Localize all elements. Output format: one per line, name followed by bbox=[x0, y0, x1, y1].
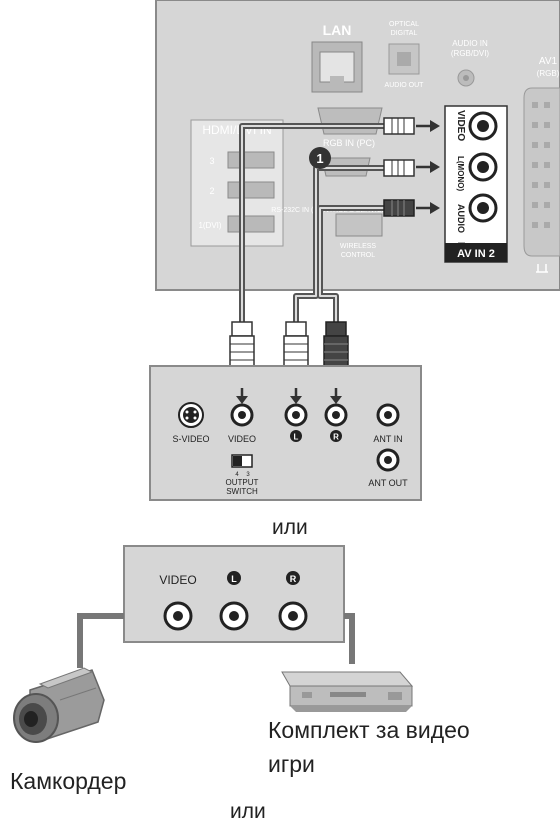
vcr-video-jack bbox=[230, 403, 254, 427]
control-label: CONTROL bbox=[341, 252, 375, 259]
vcr-right-badge bbox=[330, 430, 342, 442]
tv-left-plug bbox=[383, 159, 440, 177]
audio-in-sub-label: (RGB/DVI) bbox=[451, 49, 490, 58]
s-video-label: S-VIDEO bbox=[172, 434, 209, 444]
vcr-right-jack bbox=[324, 403, 348, 427]
av1-label: AV1 bbox=[539, 56, 558, 67]
av-in-video-jack bbox=[468, 111, 498, 141]
source-right-badge bbox=[286, 571, 300, 585]
av-in-video-label: VIDEO bbox=[455, 110, 466, 141]
av1-sub-label: (RGB) bbox=[537, 69, 560, 78]
ant-out-label: ANT OUT bbox=[368, 478, 408, 488]
output-switch bbox=[231, 454, 253, 468]
wireless-label: WIRELESS bbox=[340, 243, 377, 250]
scart-port bbox=[523, 87, 560, 257]
source-left-jack bbox=[219, 601, 249, 631]
tv-video-plug bbox=[383, 117, 440, 135]
ant-out-jack bbox=[376, 448, 400, 472]
switch-num-4: 4 bbox=[235, 472, 239, 478]
lan-label: LAN bbox=[323, 22, 352, 38]
rgb-pc-port bbox=[317, 107, 383, 135]
game-device-label-line1: Комплект за видео bbox=[268, 717, 470, 743]
game-cable bbox=[344, 613, 355, 664]
lan-port bbox=[311, 41, 363, 93]
or-label-1: или bbox=[272, 516, 308, 539]
audio-out-label: AUDIO OUT bbox=[385, 82, 425, 89]
scart-pins bbox=[532, 102, 550, 228]
camcorder-cable bbox=[77, 613, 124, 668]
av-in-left-jack bbox=[468, 152, 498, 182]
hdmi-port-3-label: 3 bbox=[209, 156, 214, 166]
or-label-2: или bbox=[230, 800, 266, 823]
ant-in-jack bbox=[376, 403, 400, 427]
s-video-jack bbox=[178, 402, 204, 428]
av-in-left-label: L(MONO) bbox=[456, 156, 465, 191]
hdmi-port-2-label: 2 bbox=[209, 186, 214, 196]
vcr-right-label: R bbox=[333, 433, 339, 442]
hdmi-port-1-label: 1(DVI) bbox=[198, 221, 221, 230]
av-in-2-label-bg bbox=[445, 243, 507, 262]
game-console-icon bbox=[281, 671, 414, 712]
camcorder-label: Камкордер bbox=[10, 768, 127, 794]
source-video-label: VIDEO bbox=[159, 573, 196, 587]
vcr-left-jack bbox=[284, 403, 308, 427]
vcr-video-label: VIDEO bbox=[228, 434, 256, 444]
hdmi-port-2 bbox=[227, 181, 275, 199]
hdmi-port-3 bbox=[227, 151, 275, 169]
vcr-panel bbox=[149, 365, 422, 501]
camcorder-icon bbox=[13, 667, 105, 743]
step-badge bbox=[309, 147, 331, 169]
vcr-arrows bbox=[236, 388, 342, 404]
optical-label: OPTICAL bbox=[389, 21, 419, 28]
vcr-left-badge bbox=[290, 430, 302, 442]
vcr-left-label: L bbox=[294, 433, 299, 442]
switch-num-3: 3 bbox=[246, 472, 250, 478]
audio-in-label: AUDIO IN bbox=[452, 39, 488, 48]
ant-in-label: ANT IN bbox=[373, 434, 402, 444]
switch-label: SWITCH bbox=[226, 487, 258, 496]
rgb-in-label: RGB IN (PC) bbox=[323, 138, 375, 148]
wireless-port bbox=[335, 213, 383, 237]
source-left-label: L bbox=[231, 574, 237, 584]
av-in-audio-label: AUDIO bbox=[456, 204, 466, 233]
cables bbox=[239, 123, 405, 330]
av-in-right-jack bbox=[468, 193, 498, 223]
output-label: OUTPUT bbox=[226, 478, 259, 487]
av-in-2-label: AV IN 2 bbox=[457, 248, 495, 260]
source-left-badge bbox=[227, 571, 241, 585]
game-device-label-line2: игри bbox=[268, 751, 315, 777]
source-right-label: R bbox=[290, 574, 297, 584]
tv-right-plug bbox=[383, 199, 440, 217]
source-right-jack bbox=[278, 601, 308, 631]
digital-label: DIGITAL bbox=[391, 30, 418, 37]
step-badge-number: 1 bbox=[316, 151, 323, 166]
hdmi-port-1 bbox=[227, 215, 275, 233]
source-video-jack bbox=[163, 601, 193, 631]
